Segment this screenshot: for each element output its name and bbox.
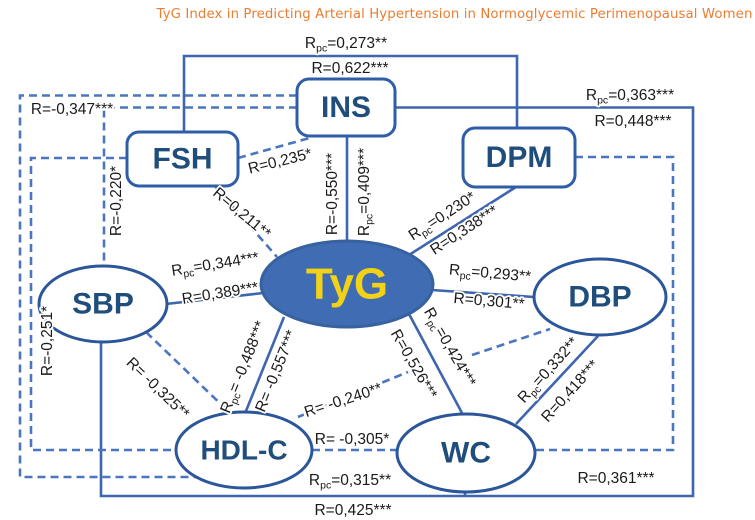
edge-fsh-hdlc: [29, 156, 176, 452]
figure-title: TyG Index in Predicting Arterial Hyperte…: [156, 7, 753, 22]
node-label-hdlc: HDL-C: [200, 435, 287, 466]
edge-label-fsh-dpm-r: R=0,622***: [311, 60, 388, 77]
edges-layer: [18, 54, 695, 498]
node-shape-dbp: [532, 257, 668, 337]
edge-label-sbp-tyg-rpc: Rpc=0,344***: [170, 249, 260, 282]
edge-label-ins-tyg-rpc: Rpc=0,409***: [356, 148, 376, 236]
node-shape-fsh: [125, 130, 240, 188]
node-label-tyg: TyG: [306, 260, 388, 309]
edge-dbp-wc: [515, 335, 599, 425]
node-tyg: TyG: [259, 239, 435, 329]
edge-label-sbp-wc-rpc: Rpc=0,315**: [309, 472, 391, 492]
edge-label-ins-wc-rpc: Rpc=0,363***: [586, 87, 674, 107]
edge-label-fsh-hdlc-r: R=-0,251*: [39, 306, 56, 376]
edge-label-ins-fsh-r: R=0,235*: [246, 145, 313, 177]
edge-label-hdlc-dbp-r: R= -0,240**: [302, 380, 384, 421]
node-label-dpm: DPM: [486, 141, 553, 174]
edge-sbp-wc: [99, 342, 466, 498]
edge-label-ins-tyg-r: R=-0,550***: [324, 153, 341, 235]
edge-label-hdlc-wc-r: R= -0,305*: [315, 431, 390, 448]
nodes-layer: INS FSH DPM TyG SBP DBP HDL-C WC: [37, 77, 668, 494]
edge-dbp-tyg: [431, 288, 535, 299]
edge-tyg-wc: [407, 313, 464, 414]
edge-fsh-tyg: [214, 185, 278, 258]
node-fsh: FSH: [125, 130, 240, 188]
edge-hdlc-dbp: [471, 327, 551, 357]
node-shape-dpm: [461, 126, 577, 189]
edge-sbp-hdlc: [145, 331, 231, 414]
node-hdlc: HDL-C: [174, 410, 314, 490]
edge-label-sbp-hdlc-r: R= -0,325**: [123, 354, 193, 422]
edge-label-sbp-tyg-r: R=0,389***: [181, 279, 260, 308]
node-label-sbp: SBP: [72, 288, 134, 321]
node-label-ins: INS: [321, 91, 371, 124]
edge-ins-hdlc: [18, 94, 297, 479]
node-wc: WC: [395, 412, 537, 494]
node-label-fsh: FSH: [153, 143, 213, 176]
edge-label-sbp-wc-r: R=0,425***: [314, 502, 391, 519]
edge-label-ins-hdlc-r: R=-0,347***: [31, 101, 113, 118]
edge-ins-wc: [395, 106, 695, 498]
edge-sbp-tyg: [165, 291, 264, 306]
node-shape-tyg: [259, 239, 435, 329]
edge-label-fsh-dpm-rpc: Rpc=0,273**: [305, 35, 387, 55]
node-label-dbp: DBP: [568, 281, 631, 314]
edge-label-fsh-tyg-r: R=0,211**: [209, 184, 274, 242]
node-dpm: DPM: [461, 126, 577, 189]
node-shape-wc: [395, 412, 537, 494]
node-sbp: SBP: [37, 264, 169, 344]
node-label-wc: WC: [441, 437, 491, 470]
node-shape-hdlc: [174, 410, 314, 490]
edge-label-dbp-tyg-rpc: Rpc=0,293**: [448, 261, 532, 288]
edge-wc-dpm: [535, 155, 675, 452]
edge-hdlc-dbp: [297, 370, 409, 419]
edge-tyg-hdlc: [244, 316, 286, 412]
edge-label-wc-dpm-r: R=0,361***: [577, 470, 654, 487]
edge-dpm-tyg: [408, 185, 517, 257]
node-ins: INS: [295, 77, 397, 138]
edge-label-ins-wc-r: R=0,448***: [594, 113, 671, 130]
node-shape-sbp: [37, 264, 169, 344]
node-dbp: DBP: [532, 257, 668, 337]
edge-label-dbp-tyg-r: R=0,301**: [453, 290, 525, 313]
node-shape-ins: [295, 77, 397, 138]
edge-label-tyg-wc-r: R=0,526***: [387, 327, 440, 402]
edge-fsh-dpm: [182, 54, 519, 132]
edge-label-ins-sbp-r: R=-0,220*: [108, 166, 125, 236]
